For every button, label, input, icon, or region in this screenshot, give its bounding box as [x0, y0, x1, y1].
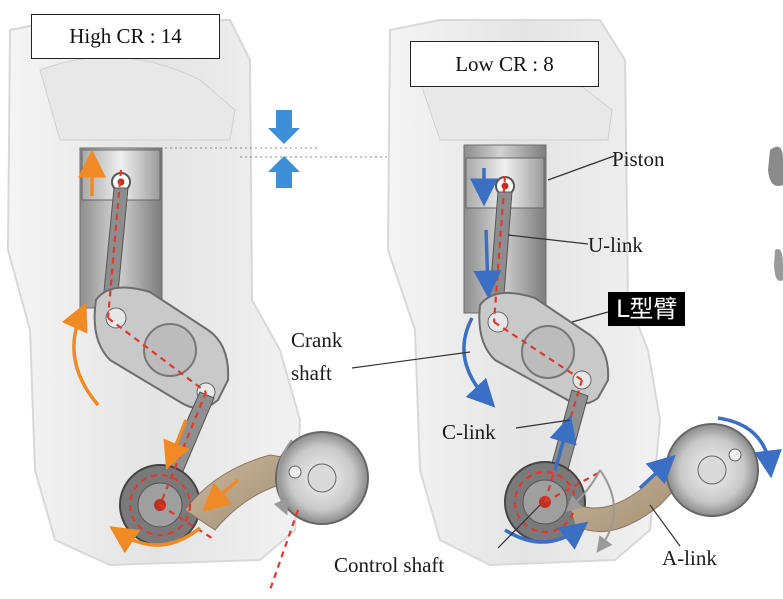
high-cr-label: High CR : 14	[31, 14, 220, 59]
crank-shaft-label-line2: shaft	[291, 361, 332, 385]
compression-arrow-down-icon	[268, 110, 300, 144]
motion-arrows-right	[462, 168, 782, 550]
control-shaft-label: Control shaft	[334, 553, 445, 577]
low-cr-label: Low CR : 8	[410, 41, 599, 87]
piston-label: Piston	[612, 147, 665, 171]
engine-low-cr	[386, 19, 782, 567]
c-link-label: C-link	[442, 420, 496, 444]
partial-engine-fragment	[768, 146, 783, 186]
engine-high-cr	[6, 19, 369, 591]
u-link-label: U-link	[588, 233, 643, 257]
leader-lines	[351, 155, 681, 549]
l-arm-label: L型臂	[608, 292, 686, 326]
a-link-label: A-link	[662, 546, 717, 570]
motion-arrows-left	[61, 149, 240, 554]
compression-arrow-up-icon	[268, 156, 300, 188]
dashed-guides-left	[106, 169, 300, 591]
crank-shaft-label-line1: Crank	[291, 328, 343, 352]
